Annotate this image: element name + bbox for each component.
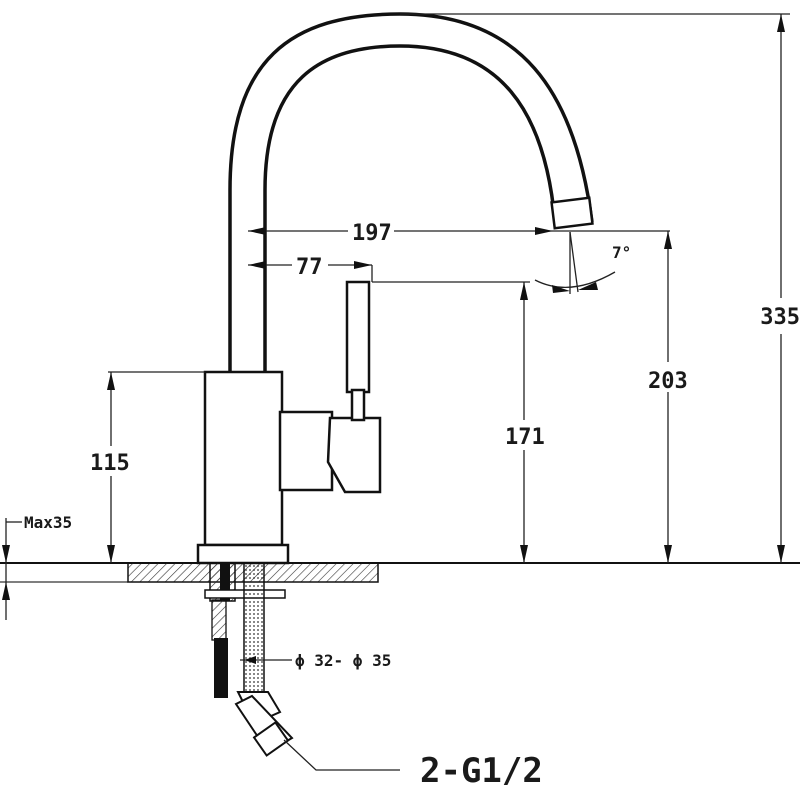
dim-label-203: 203 [648, 369, 688, 394]
arrow-115-top [107, 372, 115, 390]
arrow-335-top [777, 14, 785, 32]
arrow-hole-left [244, 656, 256, 664]
arrow-197-right [535, 227, 553, 235]
spout-inner [263, 44, 557, 372]
dim-label-197: 197 [352, 221, 392, 246]
hose-end-fitting [252, 721, 290, 757]
arrow-angle-right [578, 282, 598, 290]
dim-label-335: 335 [760, 305, 800, 330]
handle-stem [350, 388, 366, 422]
angle-ref-tilted [569, 231, 579, 293]
faucet-body [203, 370, 284, 547]
arrow-77-left [248, 261, 266, 269]
dim-label-115: 115 [90, 451, 130, 476]
faucet-side-outlet [278, 410, 334, 492]
arrow-77-right [354, 261, 372, 269]
arrow-171-top [520, 282, 528, 300]
arrow-203-top [664, 231, 672, 249]
threaded-rod [211, 599, 227, 641]
base-flange [196, 543, 290, 565]
spout-aerator [550, 196, 594, 230]
arrow-197-left [248, 227, 266, 235]
arrow-max35-top [2, 545, 10, 563]
dim-label-77: 77 [296, 255, 323, 280]
arrow-203-bottom [664, 545, 672, 563]
handle-lever [345, 280, 371, 394]
shank-dark [220, 563, 230, 601]
supply-hose-dotted [243, 562, 265, 694]
dim-label-angle: 7° [612, 243, 631, 262]
arrow-335-bottom [777, 545, 785, 563]
arrow-115-bottom [107, 545, 115, 563]
handle-base [326, 416, 382, 494]
dim-label-max35: Max35 [24, 513, 72, 532]
supply-pipe-dark [214, 638, 228, 698]
dim-label-171: 171 [505, 425, 545, 450]
arrow-angle-left [552, 285, 570, 293]
dim-label-connection: 2-G1/2 [420, 751, 543, 791]
arrow-171-bottom [520, 545, 528, 563]
leader-connection [283, 739, 400, 771]
arrow-max35-bottom [2, 582, 10, 600]
dim-label-hole-diameter: ϕ 32- ϕ 35 [295, 651, 391, 670]
spout-outer [228, 12, 594, 372]
angle-arc [534, 271, 616, 289]
